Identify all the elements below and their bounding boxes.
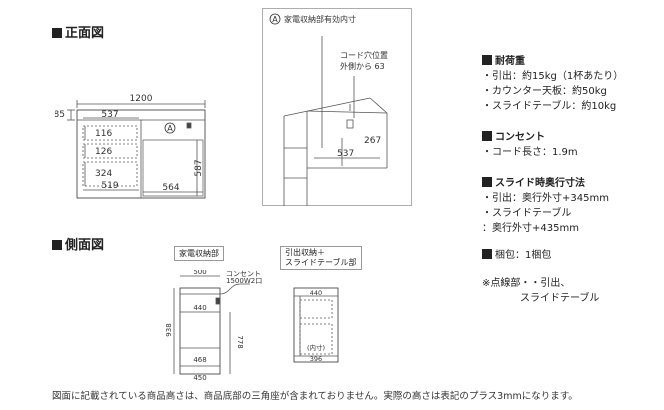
footer-note: 図面に記載されている商品高さは、商品底部の三角座が含まれておりません。実際の高さ… [52,391,578,402]
dim-537: 537 [101,110,118,120]
slide-item-1: ・引出：奥行外寸+345mm [482,193,609,204]
dim-324: 324 [95,169,112,179]
square-bullet-icon [52,240,62,250]
outlet-title: コンセント [482,130,578,145]
side-view-heading: 側面図 [52,234,104,253]
load-item-1: ・引出：約15kg（1杯あたり） [482,71,624,82]
load-item-2: ・カウンター天板：約50kg [482,86,607,97]
drawer-3-dashed [82,161,138,187]
side-cabinet-outline [179,287,221,375]
dim-450: 450 [193,374,206,382]
slide-item-3: ：奥行外寸+435mm [482,223,579,234]
outlet-label: コンセント [226,270,261,278]
dim-126: 126 [95,147,112,157]
power-cord-line [219,283,250,295]
dim-440-drawer: 440 [310,289,322,297]
detail-a-circle-label: A [272,15,278,24]
dim-564: 564 [162,183,179,193]
side-view-appliance: 500 コンセント 1500W2口 440 938 778 468 450 [165,270,262,382]
front-view-title: 正面図 [65,26,105,41]
dim-267: 267 [364,136,381,146]
dim-top-height: 85 [55,110,65,120]
cord-hole-label: コード穴位置 [340,50,388,60]
label-appliance-storage: 家電収納部 [174,246,224,261]
label-drawer-line2: スライドテーブル部 [285,258,357,267]
drawer-side-outline [293,287,339,363]
spec-load: 耐荷重 ・引出：約15kg（1杯あたり） ・カウンター天板：約50kg ・スライ… [482,54,623,114]
note-line-1: ※点線部・・引出、 [482,278,571,289]
drawer-dashed-top [299,299,333,319]
spec-packing: 梱包：1梱包 [482,248,551,263]
detail-a-marker [164,122,176,134]
dim-938: 938 [165,323,173,336]
dim-396: 396 [310,355,322,363]
slide-item-2: ・スライドテーブル [482,208,572,219]
cord-hole-offset: 外側から 63 [340,61,385,71]
detail-a-drawing: A 家電収納部有効内寸 コード穴位置 外側から 63 267 537 [262,8,412,206]
side-view-title: 側面図 [65,238,105,253]
front-view-heading: 正面図 [52,22,104,41]
load-title: 耐荷重 [482,54,623,69]
square-bullet-icon [482,177,492,187]
dim-116: 116 [95,129,112,139]
square-bullet-icon [482,249,492,259]
packing-title: 梱包：1梱包 [482,248,551,263]
dim-width: 1200 [130,94,153,104]
label-drawer-slide: 引出収納＋ スライドテーブル部 [280,246,362,270]
drawer-1-dashed [82,125,138,141]
square-bullet-icon [52,28,62,38]
inner-dim-label: (内寸) [307,343,325,352]
detail-a-circle [269,13,281,25]
side-view-drawer: 440 (内寸) 396 [293,287,339,363]
dim-519: 519 [101,181,118,191]
detail-a-label: A [167,124,173,133]
appliance-area [142,139,204,197]
dim-440-side: 440 [193,304,206,312]
dim-500: 500 [193,270,206,276]
slide-title: スライド時奥行寸法 [482,176,609,191]
detail-title: 家電収納部有効内寸 [284,14,356,24]
label-drawer-line1: 引出収納＋ [285,248,325,257]
front-elevation-drawing: 1200 85 537 116 126 324 519 A 587 564 [55,94,206,199]
outlet-spec: 1500W2口 [226,277,262,285]
spec-outlet: コンセント ・コード長さ：1.9m [482,130,578,160]
square-bullet-icon [482,55,492,65]
dim-587: 587 [194,159,204,176]
note-line-2: スライドテーブル [520,293,600,304]
square-bullet-icon [482,131,492,141]
spec-note: ※点線部・・引出、 スライドテーブル [482,276,599,306]
spec-slide: スライド時奥行寸法 ・引出：奥行外寸+345mm ・スライドテーブル ：奥行外寸… [482,176,609,236]
dim-537-detail: 537 [337,149,354,159]
dim-468: 468 [193,356,206,364]
load-item-3: ・スライドテーブル：約10kg [482,101,617,112]
drawer-2-dashed [82,143,138,159]
dim-778: 778 [236,335,244,348]
drawer-dashed-bottom [299,323,333,355]
outlet-item-1: ・コード長さ：1.9m [482,147,578,158]
